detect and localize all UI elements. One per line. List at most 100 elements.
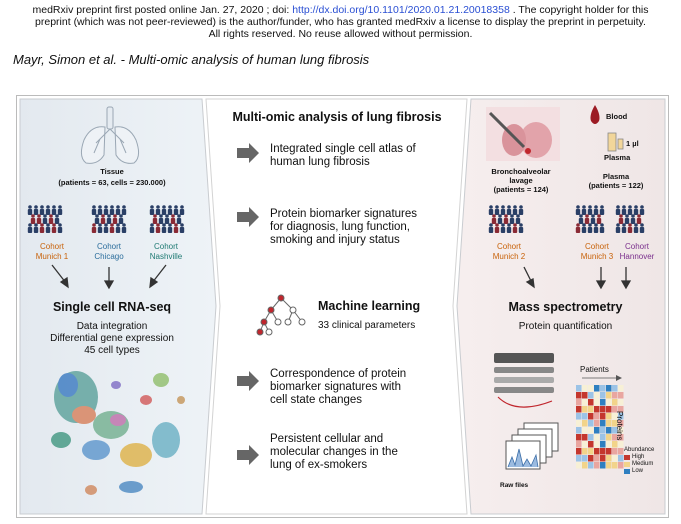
heatmap-cell: [618, 427, 624, 434]
heatmap-cell: [594, 399, 600, 406]
heatmap-cell: [588, 420, 594, 427]
legend-swatch: [624, 469, 630, 474]
mass-spec-subtitle: Protein quantification: [518, 321, 613, 332]
bullet-line: Protein biomarker signatures: [270, 208, 418, 220]
heatmap-cell: [606, 448, 612, 455]
heatmap-cell: [600, 462, 606, 469]
cohort-name: Munich 3: [580, 252, 614, 261]
bullet-line: cell state changes: [270, 394, 363, 406]
preprint-notice: medRxiv preprint first posted online Jan…: [0, 4, 681, 40]
heatmap-cell: [600, 434, 606, 441]
heatmap-cell: [576, 462, 582, 469]
heatmap-cell: [612, 385, 618, 392]
bullet-line: biomarker signatures with: [270, 381, 402, 393]
bullet-item-3: Correspondence of protein biomarker sign…: [270, 368, 460, 407]
cohort-label: Cohort: [496, 242, 521, 251]
heatmap-cell: [612, 441, 618, 448]
bullet-item-2: Protein biomarker signatures for diagnos…: [270, 208, 460, 247]
bullet-line: for diagnosis, lung function,: [270, 221, 411, 233]
ml-title: Machine learning: [318, 299, 421, 313]
heatmap-cell: [576, 385, 582, 392]
cohort-label: Cohort: [96, 242, 121, 251]
mass-spec-title: Mass spectrometry: [508, 300, 623, 314]
heatmap-cell: [594, 427, 600, 434]
cohort-name: Munich 2: [492, 252, 526, 261]
heatmap-cell: [612, 434, 618, 441]
figure-graphics: [16, 95, 669, 518]
cohort-arrows-right: [523, 266, 632, 290]
tissue-stats: (patients = 63, cells = 230.000): [58, 178, 166, 187]
bullet-line: human lung fibrosis: [270, 156, 370, 168]
abundance-legend-text: Abundance High Medium Low: [624, 447, 664, 475]
bullet-line: molecular changes in the: [270, 446, 398, 458]
heatmap-cell: [618, 434, 624, 441]
heatmap-cell: [576, 455, 582, 462]
heatmap-cell: [606, 462, 612, 469]
doi-link[interactable]: http://dx.doi.org/10.1101/2020.01.21.200…: [292, 4, 510, 16]
heatmap-cell: [618, 448, 624, 455]
proteins-label: Proteins: [615, 411, 624, 441]
heatmap-cell: [618, 455, 624, 462]
heatmap-cell: [594, 462, 600, 469]
heatmap-cell: [594, 455, 600, 462]
heatmap-cell: [606, 455, 612, 462]
lungs-icon: [80, 106, 140, 164]
blood-drop-icon: [590, 105, 600, 124]
cohort-munich3: Cohort Munich 3: [572, 242, 622, 262]
heatmap-cell: [576, 413, 582, 420]
bullet-item-4: Persistent cellular and molecular change…: [270, 433, 460, 472]
ml-subtitle: 33 clinical parameters: [318, 320, 416, 331]
cohort-arrows-left: [51, 264, 167, 290]
cohort-name: Munich 1: [35, 252, 69, 261]
heatmap-cell: [612, 420, 618, 427]
plasma-line: Plasma: [602, 172, 630, 181]
heatmap-cell: [582, 385, 588, 392]
heatmap-cell: [600, 455, 606, 462]
tissue-label: Tissue: [100, 167, 124, 176]
heatmap-cell: [600, 406, 606, 413]
heatmap-cell: [594, 448, 600, 455]
volume-label: 1 µl: [626, 139, 639, 148]
heatmap-cell: [600, 448, 606, 455]
bullet-line: lung of ex-smokers: [270, 459, 368, 471]
heatmap-cell: [612, 427, 618, 434]
heatmap-cell: [582, 399, 588, 406]
heatmap-cell: [600, 392, 606, 399]
heatmap-cell: [588, 385, 594, 392]
heatmap-cell: [618, 420, 624, 427]
heatmap-cell: [588, 441, 594, 448]
legend-swatch: [624, 455, 630, 460]
cohort-chicago: Cohort Chicago: [81, 242, 137, 262]
heatmap-cell: [582, 441, 588, 448]
heatmap-cell: [582, 427, 588, 434]
heatmap-cell: [588, 448, 594, 455]
heatmap-cell: [612, 392, 618, 399]
mass-spectrometer-icon: [494, 353, 554, 408]
heatmap-cell: [576, 399, 582, 406]
cohort-name: Hannover: [619, 252, 655, 261]
raw-files-label: Raw files: [500, 482, 529, 489]
heatmap-cell: [606, 399, 612, 406]
scrnaseq-line-2: Differential gene expression: [50, 333, 174, 344]
heatmap-cell: [594, 392, 600, 399]
heatmap-cell: [588, 462, 594, 469]
heatmap-cell: [576, 420, 582, 427]
heatmap-cell: [582, 392, 588, 399]
heatmap-cell: [612, 406, 618, 413]
scrnaseq-line-3: 45 cell types: [84, 345, 140, 356]
heatmap-cell: [588, 406, 594, 413]
bullet-line: smoking and injury status: [270, 234, 400, 246]
heatmap-cell: [600, 420, 606, 427]
heatmap-cell: [582, 406, 588, 413]
abundance-legend: [624, 455, 630, 474]
heatmap-cell: [612, 399, 618, 406]
bullet-line: Persistent cellular and: [270, 433, 384, 445]
heatmap-cell: [600, 441, 606, 448]
heatmap-cell: [576, 441, 582, 448]
heatmap-cell: [606, 441, 612, 448]
heatmap-cell: [612, 413, 618, 420]
scrnaseq-title: Single cell RNA-seq: [52, 300, 172, 314]
heatmap-cell: [606, 385, 612, 392]
bullet-item-1: Integrated single cell atlas of human lu…: [270, 143, 460, 169]
heatmap-cell: [618, 462, 624, 469]
